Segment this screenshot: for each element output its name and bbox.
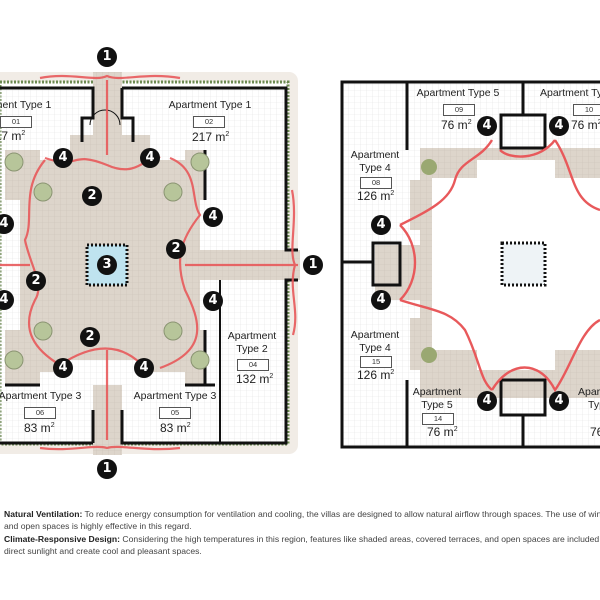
- area-unit-exponent: 2: [597, 119, 600, 126]
- marker-1-east: 1: [303, 255, 323, 275]
- marker-4: 4: [203, 291, 223, 311]
- unit-06-name: Apartment Type 3: [0, 390, 82, 402]
- marker-4: 4: [371, 215, 391, 235]
- unit-15-number: 15: [360, 356, 392, 368]
- area-unit-exponent: 2: [467, 119, 472, 126]
- right-plan: [340, 80, 600, 449]
- unit-05-area: 83 m2: [160, 421, 191, 435]
- caption: Natural Ventilation: To reduce energy co…: [4, 508, 600, 558]
- unit-name-line: Type 2: [236, 343, 268, 355]
- unit-08-number: 08: [360, 177, 392, 189]
- area-value: 83 m: [160, 421, 187, 435]
- marker-2: 2: [82, 186, 102, 206]
- unit-14-number: 14: [422, 413, 454, 425]
- unit-02-area: 217 m2: [192, 130, 229, 144]
- unit-10-number: 10: [573, 104, 600, 116]
- area-unit-exponent: 2: [390, 190, 395, 197]
- unit-name-line: Apartment: [412, 386, 462, 398]
- unit-06-number: 06: [24, 407, 56, 419]
- trees: [4, 152, 210, 370]
- unit-06-area: 83 m2: [24, 421, 55, 435]
- area-value: 76 m: [427, 425, 454, 439]
- marker-4: 4: [477, 116, 497, 136]
- unit-name-line: Type 5: [588, 399, 600, 411]
- marker-4: 4: [0, 290, 14, 310]
- caption-climate-responsive: Climate-Responsive Design: Considering t…: [4, 533, 600, 558]
- unit-name-line: Type 4: [359, 162, 391, 174]
- unit-10-area: 76 m2: [571, 118, 600, 132]
- unit-15-area: 126 m2: [357, 368, 394, 382]
- caption-text: Considering the high temperatures in thi…: [4, 533, 600, 557]
- area-value: 126 m: [357, 368, 391, 382]
- area-value: 126 m: [357, 189, 391, 203]
- area-unit-exponent: 2: [225, 131, 230, 138]
- marker-4: 4: [134, 358, 154, 378]
- unit-04-area: 132 m2: [236, 372, 273, 386]
- marker-4: 4: [371, 290, 391, 310]
- trees: [421, 159, 437, 363]
- unit-name-line: Apartment: [578, 386, 600, 398]
- marker-4: 4: [140, 148, 160, 168]
- marker-4: 4: [0, 214, 14, 234]
- marker-2: 2: [166, 239, 186, 259]
- unit-09-name: Apartment Type 5: [416, 87, 500, 99]
- area-unit-exponent: 2: [21, 130, 26, 137]
- area-value: 76 m: [571, 118, 598, 132]
- area-unit-exponent: 2: [453, 426, 458, 433]
- pool: [85, 243, 129, 287]
- area-unit-exponent: 2: [390, 369, 395, 376]
- pool: [500, 241, 547, 287]
- unit-01-number: 01: [0, 116, 32, 128]
- marker-4: 4: [53, 148, 73, 168]
- airflow-arrows: [399, 139, 600, 393]
- caption-text: To reduce energy consumption for ventila…: [4, 509, 600, 532]
- area-value: 132 m: [236, 372, 270, 386]
- unit-name-line: Type 4: [359, 342, 391, 354]
- marker-4: 4: [549, 391, 569, 411]
- area-value: 217 m: [0, 129, 22, 143]
- unit-10-name: Apartment Type 5: [540, 87, 600, 99]
- area-unit-exponent: 2: [50, 422, 55, 429]
- unit-name-line: Apartment: [350, 149, 400, 161]
- unit-02-name: Apartment Type 1: [168, 99, 252, 111]
- marker-4: 4: [477, 391, 497, 411]
- marker-4: 4: [203, 207, 223, 227]
- unit-name-line: Type 5: [421, 399, 453, 411]
- marker-4: 4: [53, 358, 73, 378]
- area-value: 217 m: [192, 130, 226, 144]
- marker-2: 2: [26, 271, 46, 291]
- unit-08-area: 126 m2: [357, 189, 394, 203]
- area-value: 76 m: [590, 425, 600, 439]
- area-value: 76 m: [441, 118, 468, 132]
- area-unit-exponent: 2: [186, 422, 191, 429]
- marker-3-pool: 3: [97, 255, 117, 275]
- unit-09-area: 76 m2: [441, 118, 472, 132]
- marker-1-north: 1: [97, 47, 117, 67]
- marker-2: 2: [80, 327, 100, 347]
- unit-01-name: Apartment Type 1: [0, 99, 52, 111]
- unit-09-number: 09: [443, 104, 475, 116]
- area-value: 83 m: [24, 421, 51, 435]
- marker-4: 4: [549, 116, 569, 136]
- caption-heading: Climate-Responsive Design:: [4, 533, 121, 544]
- caption-heading: Natural Ventilation:: [4, 509, 83, 519]
- unit-02-number: 02: [193, 116, 225, 128]
- caption-natural-ventilation: Natural Ventilation: To reduce energy co…: [4, 508, 600, 533]
- marker-1-south: 1: [97, 459, 117, 479]
- unit-04-number: 04: [237, 359, 269, 371]
- walls: [342, 82, 547, 447]
- unit-01-area: 217 m2: [0, 129, 25, 143]
- unit-05-number: 05: [159, 407, 191, 419]
- unit-name-line: Apartment: [350, 329, 400, 341]
- unit-bottom-right-area: 76 m2: [590, 425, 600, 439]
- unit-14-area: 76 m2: [427, 425, 458, 439]
- unit-05-name: Apartment Type 3: [133, 390, 217, 402]
- area-unit-exponent: 2: [269, 373, 274, 380]
- unit-name-line: Apartment: [227, 330, 277, 342]
